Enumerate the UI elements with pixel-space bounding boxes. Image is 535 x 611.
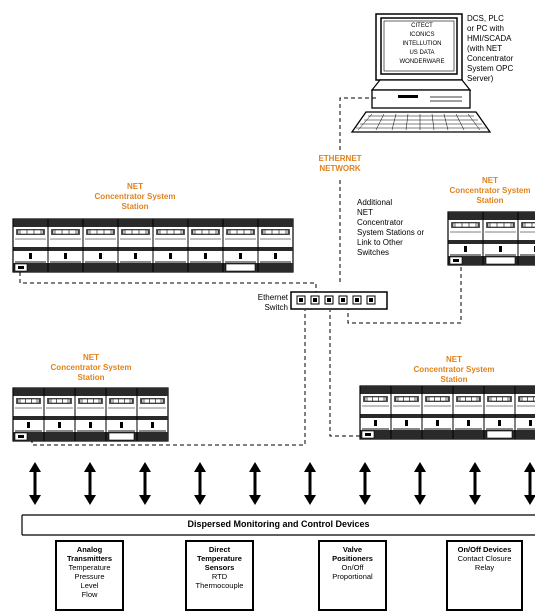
device-item: Contact Closure bbox=[457, 554, 512, 563]
description-line: HMI/SCADA bbox=[467, 34, 512, 43]
station-line: Concentrator System bbox=[449, 186, 531, 195]
note-line: NET bbox=[357, 208, 373, 217]
device-box-on-off-devices: On/Off Devices Contact Closure Relay bbox=[446, 540, 523, 611]
station-line: Station bbox=[77, 373, 105, 382]
computer-icon bbox=[350, 13, 492, 133]
description-line: Concentrator bbox=[467, 54, 514, 63]
station-rack-4 bbox=[359, 385, 535, 440]
device-item: Temperature bbox=[68, 563, 111, 572]
additional-stations-note: Additional NET Concentrator System Stati… bbox=[357, 198, 437, 258]
screen-line: INTELLUTION bbox=[402, 41, 442, 47]
description-line: or PC with bbox=[467, 24, 504, 33]
computer-description: DCS, PLC or PC with HMI/SCADA (with NET … bbox=[467, 14, 535, 84]
description-line: DCS, PLC bbox=[467, 14, 504, 23]
ethernet-switch-icon bbox=[290, 291, 388, 310]
station-line: NET bbox=[446, 355, 462, 364]
bidirectional-arrow-icon bbox=[524, 462, 535, 505]
station-line: NET bbox=[83, 353, 99, 362]
device-title: Transmitters bbox=[66, 554, 113, 563]
device-item: On/Off bbox=[341, 563, 364, 572]
device-item: RTD bbox=[211, 572, 228, 581]
bidirectional-arrow-icon bbox=[469, 462, 481, 505]
station-line: Station bbox=[440, 375, 468, 384]
station-line: Station bbox=[476, 196, 504, 205]
device-item: Relay bbox=[474, 563, 495, 572]
screen-line: WONDERWARE bbox=[399, 59, 445, 65]
station-label-1: NET Concentrator System Station bbox=[70, 182, 200, 212]
device-title: Direct bbox=[208, 545, 231, 554]
station-rack-3 bbox=[12, 387, 169, 442]
device-title: Temperature bbox=[197, 554, 242, 563]
device-title: Positioners bbox=[332, 554, 373, 563]
device-box-analog-transmitters: Analog Transmitters Temperature Pressure… bbox=[55, 540, 124, 611]
device-title: Sensors bbox=[204, 563, 235, 572]
station-line: Concentrator System bbox=[94, 192, 176, 201]
device-box-temperature-sensors: Direct Temperature Sensors RTD Thermocou… bbox=[185, 540, 254, 611]
network-links bbox=[19, 97, 462, 446]
network-line: NETWORK bbox=[319, 164, 361, 173]
note-line: Switches bbox=[357, 248, 390, 257]
device-title: Analog bbox=[76, 545, 103, 554]
device-item: Proportional bbox=[332, 572, 373, 581]
device-bus-bracket bbox=[21, 514, 535, 536]
switch-line: Ethernet bbox=[257, 293, 288, 302]
device-item: Thermocouple bbox=[195, 581, 244, 590]
station-label-2: NET Concentrator System Station bbox=[435, 176, 535, 206]
screen-line: ICONICS bbox=[409, 32, 435, 38]
station-rack-1 bbox=[12, 218, 294, 273]
bidirectional-arrow-icon bbox=[29, 462, 41, 505]
bidirectional-arrow-icon bbox=[139, 462, 151, 505]
device-arrows bbox=[29, 462, 535, 505]
station-line: NET bbox=[127, 182, 143, 191]
station-racks bbox=[12, 211, 535, 442]
network-line: ETHERNET bbox=[318, 154, 362, 163]
screen-line: US DATA bbox=[409, 50, 435, 56]
bidirectional-arrow-icon bbox=[194, 462, 206, 505]
device-title: Valve bbox=[342, 545, 363, 554]
station-line: Concentrator System bbox=[50, 363, 132, 372]
note-line: Link to Other bbox=[357, 238, 403, 247]
device-bar-title: Dispersed Monitoring and Control Devices bbox=[187, 519, 370, 529]
device-box-valve-positioners: Valve Positioners On/Off Proportional bbox=[318, 540, 387, 611]
device-item: Pressure bbox=[74, 572, 105, 581]
computer-screen-text: CITECT ICONICS INTELLUTION US DATA WONDE… bbox=[394, 22, 450, 67]
switch-line: Switch bbox=[264, 303, 288, 312]
description-line: (with NET bbox=[467, 44, 503, 53]
device-item: Flow bbox=[81, 590, 98, 599]
note-line: Concentrator bbox=[357, 218, 404, 227]
station-line: NET bbox=[482, 176, 498, 185]
bidirectional-arrow-icon bbox=[359, 462, 371, 505]
description-line: Server) bbox=[467, 74, 494, 83]
station-line: Concentrator System bbox=[413, 365, 495, 374]
bidirectional-arrow-icon bbox=[414, 462, 426, 505]
description-line: System OPC bbox=[467, 64, 514, 73]
screen-line: CITECT bbox=[411, 23, 433, 29]
station-rack-2 bbox=[447, 211, 535, 266]
bidirectional-arrow-icon bbox=[249, 462, 261, 505]
ethernet-network-label: ETHERNET NETWORK bbox=[308, 154, 372, 174]
device-item: Level bbox=[80, 581, 99, 590]
device-title: On/Off Devices bbox=[457, 545, 512, 554]
bidirectional-arrow-icon bbox=[304, 462, 316, 505]
bidirectional-arrow-icon bbox=[84, 462, 96, 505]
station-label-4: NET Concentrator System Station bbox=[392, 355, 516, 385]
note-line: System Stations or bbox=[357, 228, 425, 237]
station-line: Station bbox=[121, 202, 149, 211]
station-label-3: NET Concentrator System Station bbox=[26, 353, 156, 383]
ethernet-switch-label: Ethernet Switch bbox=[244, 293, 288, 313]
note-line: Additional bbox=[357, 198, 393, 207]
